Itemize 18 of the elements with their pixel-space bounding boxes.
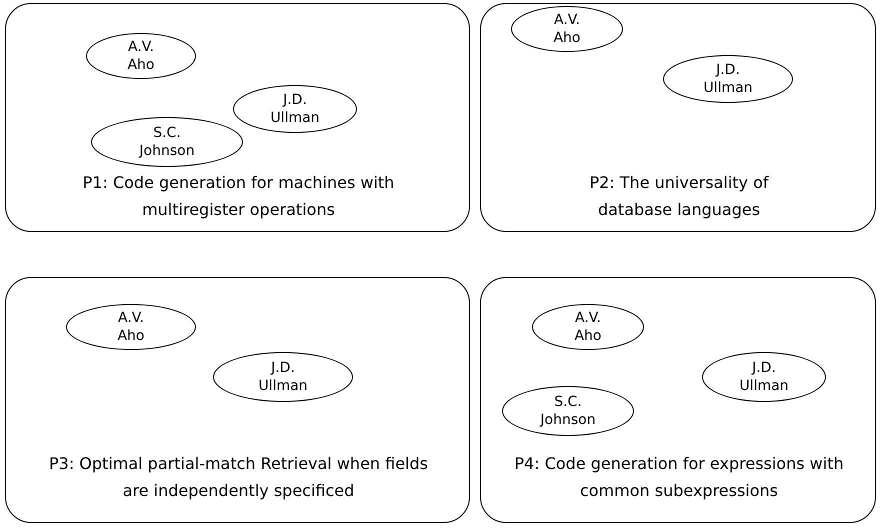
paper-title: P3: Optimal partial-match Retrieval when fields are independently specificed <box>48 453 429 502</box>
author-name: A.V. Aho <box>127 38 154 74</box>
paper-title: P1: Code generation for machines with multiregister operations <box>82 172 396 221</box>
author-name: J.D. Ullman <box>739 359 789 395</box>
author-name: J.D. Ullman <box>270 91 320 127</box>
author-name: S.C. Johnson <box>139 124 195 160</box>
paper-panel <box>480 277 876 523</box>
author-name: S.C. Johnson <box>540 393 596 429</box>
paper-panel <box>480 3 876 232</box>
paper-title: P2: The universality of database languages <box>588 172 770 221</box>
author-name: J.D. Ullman <box>703 61 753 97</box>
author-name: A.V. Aho <box>574 309 602 345</box>
paper-title: P4: Code generation for expressions with common subexpressions <box>513 453 845 502</box>
paper-panel <box>5 277 470 523</box>
paper-panel <box>5 3 470 232</box>
author-name: A.V. Aho <box>117 309 144 345</box>
author-name: J.D. Ullman <box>258 359 308 395</box>
author-name: A.V. Aho <box>553 11 580 47</box>
